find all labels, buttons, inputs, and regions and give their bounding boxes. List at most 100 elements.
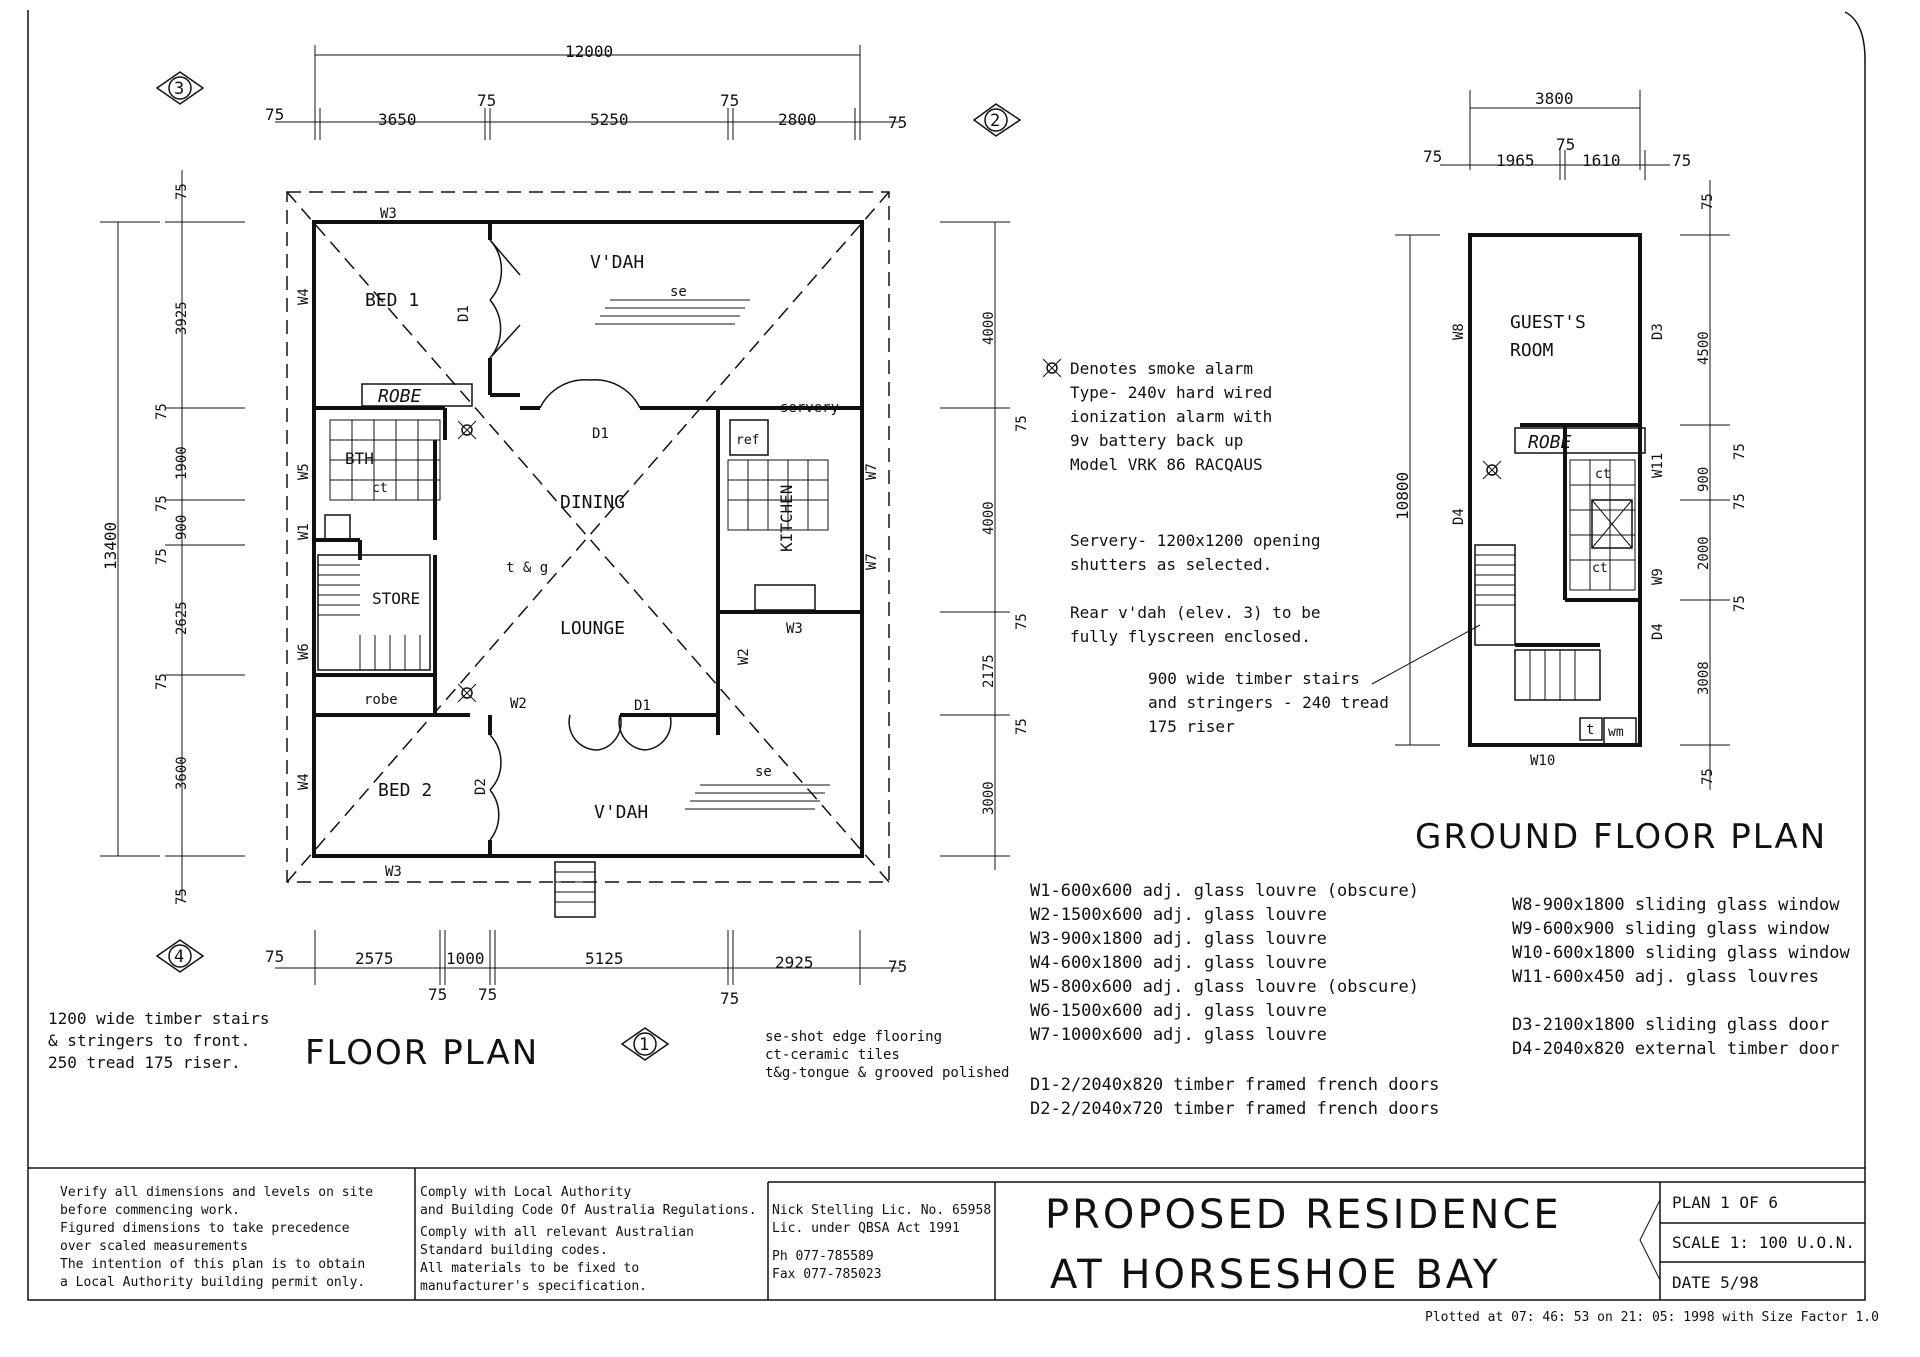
title-note: over scaled measurements xyxy=(60,1239,248,1254)
note-line: 250 tread 175 riser. xyxy=(48,1053,241,1072)
dim-text: 75 xyxy=(478,985,497,1004)
room-bed-1: BED 1 xyxy=(365,290,419,311)
label-d2: D2 xyxy=(473,778,489,795)
label-d4: D4 xyxy=(1650,623,1666,640)
dim-text: 75 xyxy=(1423,147,1442,166)
hip-line xyxy=(587,536,890,883)
fridge xyxy=(729,419,769,456)
dim-text: 900 xyxy=(174,515,190,540)
label-w4: W4 xyxy=(296,288,312,305)
label-d3: D3 xyxy=(1650,323,1666,340)
dim-text: 75 xyxy=(720,989,739,1008)
dim-text: 3925 xyxy=(174,301,190,335)
room-bed-2: BED 2 xyxy=(378,780,432,801)
label-w3: W3 xyxy=(786,621,803,637)
designer-line: Fax 077-785023 xyxy=(772,1267,882,1282)
dim-text: 75 xyxy=(1732,595,1748,612)
label-se: se xyxy=(755,764,772,780)
note-line: Rear v'dah (elev. 3) to be xyxy=(1070,603,1320,622)
section-marker-3: 3 xyxy=(155,71,205,105)
smoke-alarm-icon xyxy=(457,683,477,703)
schedule-line: W7-1000x600 adj. glass louvre xyxy=(1030,1025,1327,1045)
dim-text: 2175 xyxy=(981,654,997,688)
label-w3: W3 xyxy=(380,206,397,222)
dim-text: 3600 xyxy=(174,756,190,790)
room-guests: GUEST'S xyxy=(1510,312,1586,333)
robe-handwritten-box xyxy=(361,383,473,407)
door-d1-dining: D1 xyxy=(539,379,641,442)
arrow-marker xyxy=(1639,1199,1661,1281)
marker-text: 3 xyxy=(174,79,184,99)
room-robe: robe xyxy=(364,692,398,708)
label-w3: W3 xyxy=(385,864,402,880)
dim-text: 4000 xyxy=(981,311,997,345)
stove xyxy=(754,584,816,611)
hip-line xyxy=(587,191,890,538)
sheet-border xyxy=(27,10,1866,1301)
schedule-line: W1-600x600 adj. glass louvre (obscure) xyxy=(1030,881,1419,901)
rear-vdah-note: Rear v'dah (elev. 3) to be fully flyscre… xyxy=(1070,603,1320,646)
section-marker-4: 4 xyxy=(155,939,205,973)
ground-robe-handwritten: ROBE xyxy=(1528,432,1572,453)
room-store: STORE xyxy=(372,589,420,608)
door-d1-lounge: D1 xyxy=(568,698,672,751)
smoke-alarm-icon xyxy=(1042,358,1062,378)
label-w1: W1 xyxy=(296,523,312,540)
note-line: 900 wide timber stairs xyxy=(1148,669,1360,688)
plan-date: DATE 5/98 xyxy=(1672,1273,1759,1292)
label-ct: ct xyxy=(372,481,388,496)
front-stairs-note: 1200 wide timber stairs & stringers to f… xyxy=(48,1009,270,1072)
dim-text: 75 xyxy=(888,113,907,132)
title-note: All materials to be fixed to xyxy=(420,1261,639,1276)
dim-text: 75 xyxy=(1700,768,1716,785)
servery-note: Servery- 1200x1200 opening shutters as s… xyxy=(1070,531,1320,574)
hip-line xyxy=(286,191,589,538)
smoke-alarm-icon xyxy=(1482,460,1502,480)
dim-text: 75 xyxy=(265,947,284,966)
note-line: Servery- 1200x1200 opening xyxy=(1070,531,1320,550)
room-lounge: LOUNGE xyxy=(560,618,625,639)
dim-text: 75 xyxy=(154,495,170,512)
label-ct: ct xyxy=(1595,467,1611,482)
legend-line: ct-ceramic tiles xyxy=(765,1047,900,1063)
schedule-line: D2-2/2040x720 timber framed french doors xyxy=(1030,1099,1439,1119)
ground-floor-plan-title: GROUND FLOOR PLAN xyxy=(1415,817,1827,857)
dim-overall-12000: 12000 xyxy=(565,42,613,61)
label-d1: D1 xyxy=(592,426,609,442)
shot-edge-flooring-hatch xyxy=(595,299,830,810)
label-washing-machine: wm xyxy=(1608,725,1624,740)
leader-line xyxy=(1371,624,1481,685)
label-servery: servery xyxy=(780,400,839,416)
toilet xyxy=(324,514,351,541)
note-line: Type- 240v hard wired xyxy=(1070,383,1272,402)
marker-text: 2 xyxy=(990,111,1000,131)
dim-text: 75 xyxy=(1700,193,1716,210)
section-marker-1: 1 xyxy=(620,1027,670,1061)
dim-text: 2575 xyxy=(355,949,394,968)
marker-text: 1 xyxy=(639,1035,649,1055)
label-w11: W11 xyxy=(1650,453,1666,478)
label-tub: t xyxy=(1586,722,1594,738)
ground-interior-walls xyxy=(1515,423,1640,647)
dim-text: 75 xyxy=(1014,415,1030,432)
plotted-stamp: Plotted at 07: 46: 53 on 21: 05: 1998 wi… xyxy=(1425,1310,1879,1325)
label-w8: W8 xyxy=(1451,323,1467,340)
dim-text: 75 xyxy=(1014,718,1030,735)
section-marker-2: 2 xyxy=(972,103,1022,137)
title-note: Verify all dimensions and levels on site xyxy=(60,1185,373,1200)
title-block: Verify all dimensions and levels on site… xyxy=(28,1167,1879,1325)
dim-text: 1965 xyxy=(1496,151,1535,170)
dim-text: 75 xyxy=(1556,135,1575,154)
label-w10: W10 xyxy=(1530,753,1555,769)
title-note: Figured dimensions to take precedence xyxy=(60,1221,350,1236)
dim-text: 75 xyxy=(154,403,170,420)
ground-robe-handwritten-box xyxy=(1514,427,1646,454)
label-w7: W7 xyxy=(864,463,880,480)
ground-right-dimensions: 75 4500 75 900 75 2000 75 3008 75 xyxy=(1680,180,1748,790)
title-note: Comply with Local Authority xyxy=(420,1185,631,1200)
schedule-line: W8-900x1800 sliding glass window xyxy=(1512,895,1840,915)
dim-text: 75 xyxy=(1732,443,1748,460)
note-line: 1200 wide timber stairs xyxy=(48,1009,270,1028)
schedule-line: D4-2040x820 external timber door xyxy=(1512,1039,1840,1059)
